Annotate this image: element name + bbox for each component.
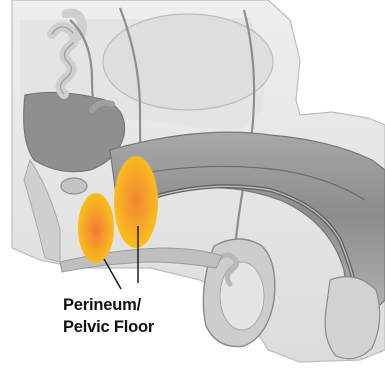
perineum-highlight [78,193,114,263]
callout-line-2: Pelvic Floor [63,316,173,338]
prostate [61,178,87,194]
callout-label: Perineum/ Pelvic Floor [63,294,173,338]
callout-line-1: Perineum/ [63,294,173,316]
pelvic-floor-highlight [114,156,158,248]
glans [325,277,380,359]
